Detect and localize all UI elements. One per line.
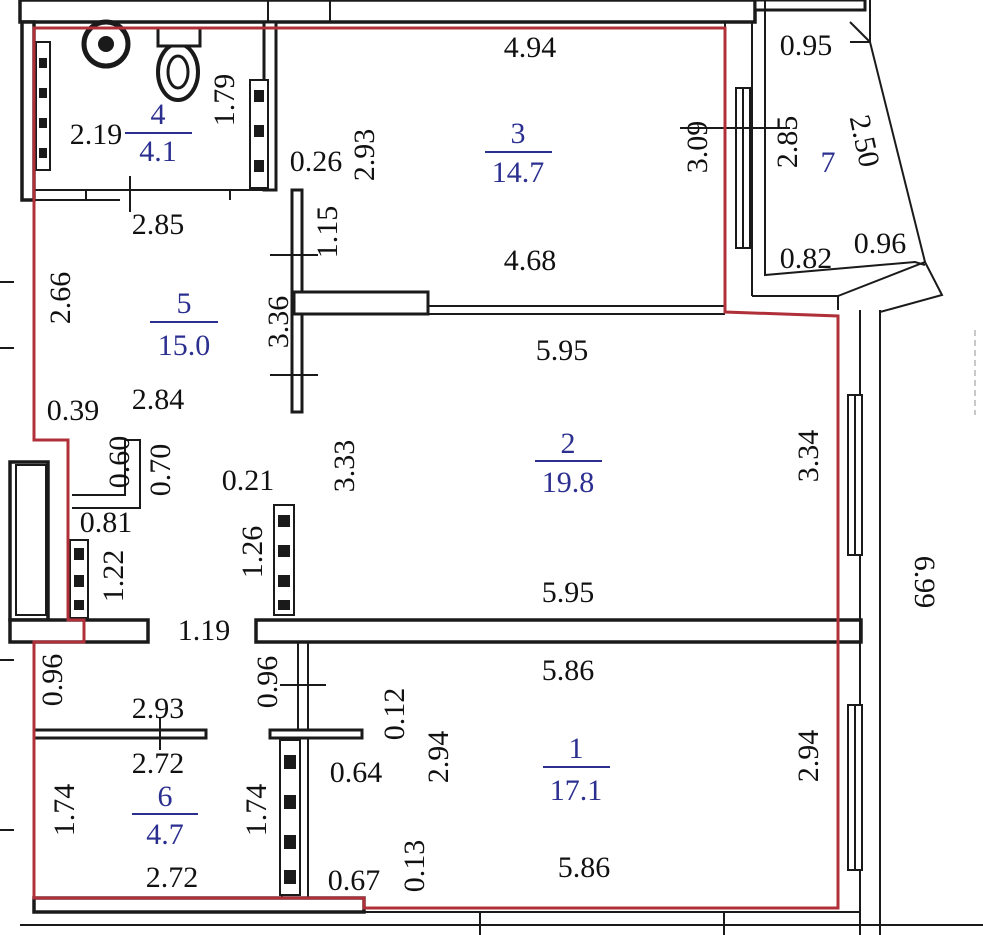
room-label-6: 6 4.7 <box>132 780 198 851</box>
svg-text:1.79: 1.79 <box>208 74 241 127</box>
svg-text:5.86: 5.86 <box>558 851 611 884</box>
svg-text:2.93: 2.93 <box>132 692 185 725</box>
svg-text:2.50: 2.50 <box>843 112 886 170</box>
svg-text:1.74: 1.74 <box>240 784 273 837</box>
svg-text:2.93: 2.93 <box>348 129 381 182</box>
svg-text:1.74: 1.74 <box>48 784 81 837</box>
svg-text:2.66: 2.66 <box>44 272 77 325</box>
svg-text:0.96: 0.96 <box>854 227 907 260</box>
svg-text:14.7: 14.7 <box>492 156 545 189</box>
svg-text:0.70: 0.70 <box>144 444 177 497</box>
sink-icon <box>81 19 131 69</box>
svg-text:17.1: 17.1 <box>550 774 603 807</box>
svg-text:1.22: 1.22 <box>97 550 130 603</box>
dimension-labels: 4.94 4.68 0.26 2.19 2.85 2.84 0.39 0.21 … <box>47 29 907 897</box>
svg-text:0.82: 0.82 <box>780 242 833 275</box>
svg-text:4.94: 4.94 <box>504 31 557 64</box>
room-label-5: 5 15.0 <box>150 287 218 362</box>
svg-text:2.94: 2.94 <box>792 730 825 783</box>
svg-text:2.84: 2.84 <box>132 383 185 416</box>
svg-text:0.96: 0.96 <box>36 654 69 707</box>
svg-text:1.19: 1.19 <box>178 614 231 647</box>
svg-text:5: 5 <box>177 287 192 320</box>
svg-text:0.81: 0.81 <box>80 506 133 539</box>
svg-text:2.85: 2.85 <box>771 116 804 169</box>
vent-shafts <box>15 41 301 896</box>
svg-text:1.26: 1.26 <box>236 526 269 579</box>
door-marks <box>129 127 790 750</box>
svg-text:5.86: 5.86 <box>542 654 595 687</box>
svg-text:4.68: 4.68 <box>504 244 557 277</box>
svg-text:5.95: 5.95 <box>536 334 589 367</box>
svg-text:0.60: 0.60 <box>103 436 136 489</box>
room-label-3: 3 14.7 <box>485 117 552 189</box>
svg-text:7: 7 <box>821 146 836 179</box>
svg-text:4: 4 <box>151 98 166 131</box>
svg-text:3.33: 3.33 <box>328 440 361 493</box>
svg-text:2.72: 2.72 <box>132 747 185 780</box>
svg-text:2.85: 2.85 <box>132 208 185 241</box>
svg-text:0.67: 0.67 <box>328 864 381 897</box>
svg-text:0.26: 0.26 <box>290 145 343 178</box>
svg-text:0.13: 0.13 <box>398 840 431 893</box>
svg-text:0.95: 0.95 <box>780 29 833 62</box>
svg-text:0.64: 0.64 <box>330 756 383 789</box>
room-label-2: 2 19.8 <box>535 427 602 499</box>
svg-text:5.95: 5.95 <box>542 576 595 609</box>
svg-text:0.21: 0.21 <box>222 464 275 497</box>
svg-text:4.7: 4.7 <box>146 818 184 851</box>
room-label-4: 4 4.1 <box>125 98 192 168</box>
svg-text:0.96: 0.96 <box>251 656 284 709</box>
svg-text:3.36: 3.36 <box>262 296 295 349</box>
svg-text:1: 1 <box>569 732 584 765</box>
svg-text:4.1: 4.1 <box>139 135 177 168</box>
svg-text:1.15: 1.15 <box>311 206 344 259</box>
svg-text:6.99: 6.99 <box>908 556 941 609</box>
svg-text:0.39: 0.39 <box>47 394 100 427</box>
svg-text:2.72: 2.72 <box>146 861 199 894</box>
svg-text:6: 6 <box>158 780 173 813</box>
svg-text:19.8: 19.8 <box>542 466 595 499</box>
toilet-icon <box>156 26 202 102</box>
svg-text:2: 2 <box>561 427 576 460</box>
room-label-7: 7 <box>821 146 836 179</box>
room-label-1: 1 17.1 <box>543 732 610 807</box>
apartment-outline <box>32 26 840 910</box>
svg-text:2.94: 2.94 <box>422 731 455 784</box>
dimension-labels-vertical: 1.79 2.93 3.09 1.15 2.66 3.36 0.60 0.70 … <box>36 74 941 893</box>
svg-text:3.34: 3.34 <box>792 430 825 483</box>
svg-text:3: 3 <box>511 117 526 150</box>
svg-text:0.12: 0.12 <box>378 688 411 741</box>
svg-text:2.19: 2.19 <box>70 118 123 151</box>
svg-text:3.09: 3.09 <box>681 121 714 174</box>
svg-text:15.0: 15.0 <box>158 329 211 362</box>
